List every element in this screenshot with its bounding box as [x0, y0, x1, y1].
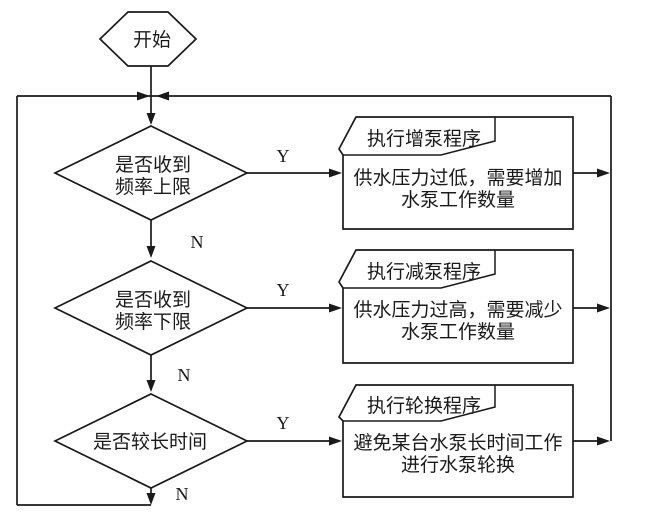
process1-text-line1: 供水压力过低，需要增加 [353, 167, 562, 189]
arrow-into-decision2 [146, 246, 156, 258]
process3-banner-fold [343, 385, 496, 422]
connectors [16, 66, 612, 506]
arrow-into-decision1 [146, 113, 156, 125]
decision1-diamond [53, 125, 249, 221]
process3-text-line2: 进行水泵轮换 [401, 454, 515, 476]
process1-banner-fold [343, 117, 496, 156]
arrow-loopleft-into-junction [137, 91, 150, 101]
decision2-no-label: N [178, 365, 191, 385]
process3-text-line1: 避免某台水泵长时间工作 [353, 432, 562, 454]
start-label: 开始 [133, 29, 171, 51]
decision1-no-label: N [191, 232, 204, 252]
decision1-yes-label: Y [277, 146, 290, 166]
process2-text-line2: 水泵工作数量 [401, 321, 515, 343]
decision2-diamond [53, 260, 249, 356]
process3-banner-label: 执行轮换程序 [367, 395, 481, 417]
arrow-into-loop-bottom [146, 493, 156, 505]
start-hexagon [98, 11, 198, 67]
arrow-process3-to-collector [597, 436, 610, 446]
process1-banner-label: 执行增泵程序 [367, 128, 481, 150]
process1-text-line2: 水泵工作数量 [401, 189, 515, 211]
arrow-process2-to-collector [597, 303, 610, 313]
decision1-label-line2: 频率上限 [115, 176, 191, 198]
decision2-label-line2: 频率下限 [115, 311, 191, 333]
arrow-process1-to-collector [597, 168, 610, 178]
decision3-diamond [53, 393, 249, 489]
process2-banner-fold [343, 250, 496, 289]
decision3-label: 是否较长时间 [93, 431, 207, 453]
process2-banner-label: 执行减泵程序 [367, 261, 481, 283]
decision3-no-label: N [176, 484, 189, 504]
arrow-into-decision3 [146, 380, 156, 392]
process2-text-line1: 供水压力过高，需要减少 [353, 299, 562, 321]
arrow-into-process3 [329, 436, 342, 446]
decision2-yes-label: Y [277, 280, 290, 300]
decision1-label-line1: 是否收到 [115, 154, 191, 176]
decision3-yes-label: Y [277, 413, 290, 433]
arrow-into-process1 [329, 168, 342, 178]
arrow-into-process2 [329, 303, 342, 313]
arrow-loopright-into-junction [156, 91, 169, 101]
arrowheads [137, 91, 610, 505]
decision2-label-line1: 是否收到 [115, 289, 191, 311]
